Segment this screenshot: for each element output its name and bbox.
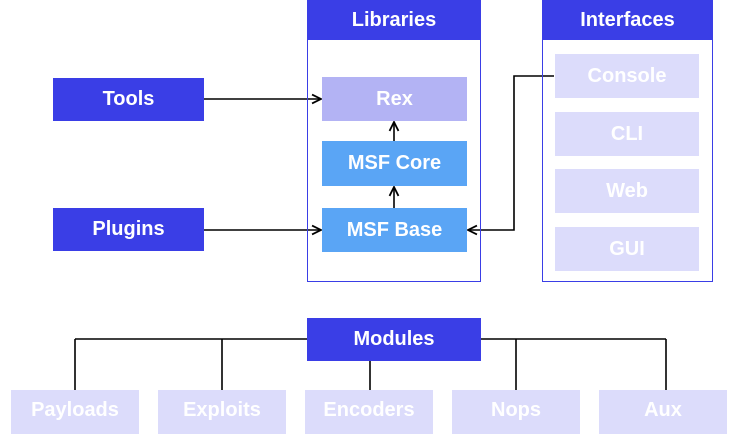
module-payloads: Payloads (11, 390, 139, 434)
module-encoders: Encoders (305, 390, 433, 434)
msf-base-box: MSF Base (322, 208, 467, 252)
module-nops: Nops (452, 390, 580, 434)
modules-header: Modules (307, 318, 481, 361)
plugins-box: Plugins (53, 208, 204, 251)
arrow-console-to-msf-base (468, 75, 554, 230)
connectors (74, 75, 667, 391)
rex-box: Rex (322, 77, 467, 121)
interface-cli: CLI (555, 112, 699, 156)
interface-web: Web (555, 169, 699, 213)
libraries-header: Libraries (307, 0, 481, 40)
interface-console: Console (555, 54, 699, 98)
module-exploits: Exploits (158, 390, 286, 434)
tools-box: Tools (53, 78, 204, 121)
interfaces-header: Interfaces (542, 0, 713, 40)
module-aux: Aux (599, 390, 727, 434)
msf-core-box: MSF Core (322, 141, 467, 186)
interface-gui: GUI (555, 227, 699, 271)
